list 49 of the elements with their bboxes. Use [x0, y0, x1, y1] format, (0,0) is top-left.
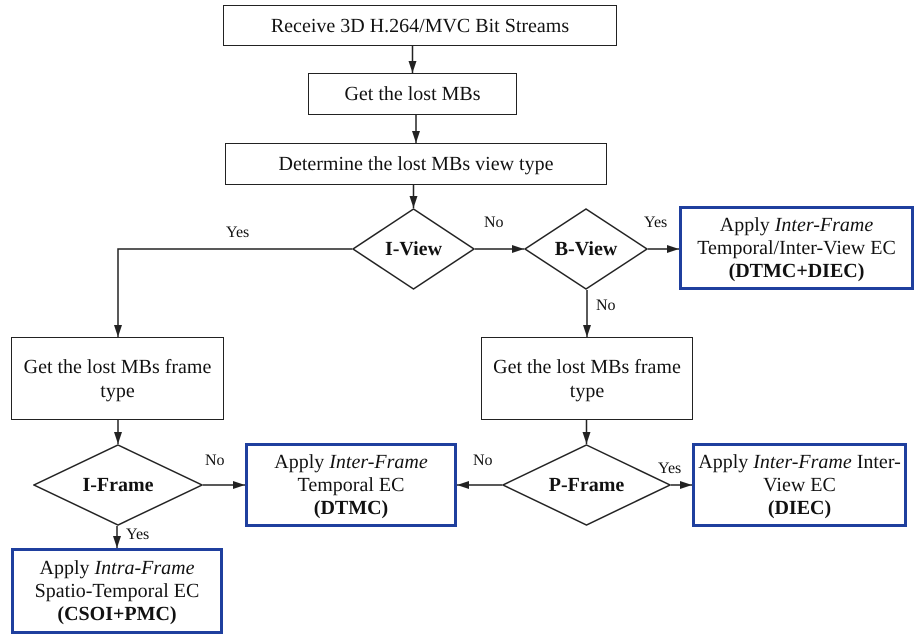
- arrow: [648, 245, 679, 253]
- step-label: Apply Intra-Frame Spatio-Temporal EC: [34, 556, 200, 602]
- step-label: Get the lost MBs frame type: [22, 354, 212, 402]
- edge-label: Yes: [126, 526, 150, 544]
- edge-label: No: [473, 452, 493, 470]
- step-label: Determine the lost MBs view type: [278, 152, 554, 176]
- arrow: [114, 248, 352, 337]
- result-box: [692, 443, 907, 527]
- result-box: [245, 443, 457, 527]
- arrow: [410, 185, 418, 208]
- process-box: [481, 337, 693, 420]
- process-box: [308, 73, 517, 115]
- arrow: [475, 245, 524, 253]
- step-label: Get the lost MBs: [344, 82, 481, 106]
- arrow: [203, 481, 245, 489]
- arrow: [582, 420, 590, 444]
- decision-diamond: [33, 444, 203, 526]
- method-label: (DIEC): [768, 496, 832, 520]
- decision-label: P-Frame: [548, 473, 624, 497]
- arrow: [408, 46, 416, 73]
- method-label: (DTMC+DIEC): [728, 260, 864, 282]
- process-box: [11, 337, 224, 420]
- edge-label: Yes: [658, 460, 682, 478]
- arrow: [583, 290, 591, 337]
- arrow: [412, 115, 420, 143]
- step-label: Apply Inter-Frame Temporal/Inter-View EC: [696, 214, 897, 260]
- edge-label: No: [484, 214, 504, 232]
- process-box: [223, 5, 617, 46]
- decision-label: B-View: [554, 237, 618, 261]
- edge-label: No: [596, 297, 616, 315]
- process-box: [225, 143, 607, 185]
- decision-label: I-Frame: [82, 473, 154, 497]
- result-box: [11, 548, 223, 634]
- arrow: [457, 481, 502, 489]
- decision-label: I-View: [384, 237, 442, 261]
- result-box: [679, 206, 914, 290]
- arrow: [113, 526, 121, 548]
- step-label: Apply Inter-Frame Temporal EC: [273, 450, 429, 496]
- edge-label: Yes: [226, 224, 250, 242]
- arrow: [114, 420, 122, 444]
- step-label: Receive 3D H.264/MVC Bit Streams: [270, 14, 570, 38]
- step-label: Apply Inter-Frame Inter-View EC: [697, 450, 902, 496]
- decision-diamond: [352, 208, 475, 290]
- method-label: (DTMC): [314, 496, 388, 520]
- edge-label: No: [205, 452, 225, 470]
- arrow: [671, 481, 692, 489]
- edge-label: Yes: [644, 214, 668, 232]
- step-label: Get the lost MBs frame type: [492, 354, 682, 402]
- method-label: (CSOI+PMC): [57, 602, 177, 626]
